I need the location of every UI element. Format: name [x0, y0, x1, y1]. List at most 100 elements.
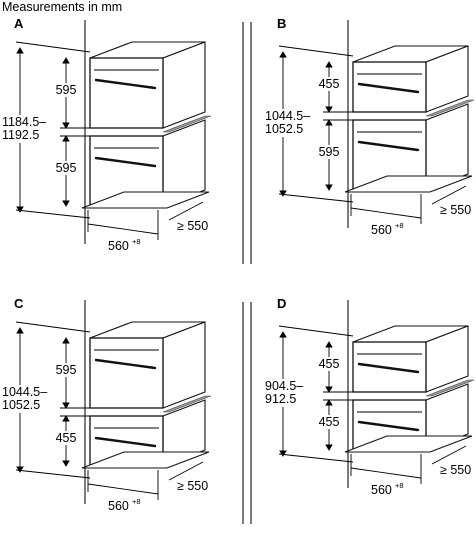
panel-letter: D: [277, 296, 286, 311]
bottom-plinth: [81, 451, 210, 469]
overall-label-bg: [2, 385, 48, 413]
lower-label-bg: [54, 161, 78, 175]
upper-height-label: 595: [56, 83, 77, 97]
overall-height-dimension-arrow-top: [16, 327, 24, 334]
panel-letter: A: [14, 16, 24, 31]
lower-height-dimension-arrow-top: [62, 135, 70, 142]
overall-height-dimension-arrow-bottom: [16, 466, 24, 473]
overall-height-label-max: 1052.5: [2, 398, 40, 412]
upper-handle: [94, 358, 157, 370]
upper-height-dimension-arrow-bottom: [62, 402, 70, 409]
ext-bottom: [278, 193, 354, 203]
upper-handle: [94, 78, 157, 90]
middle-shelf: [425, 379, 475, 397]
width-tolerance-label: +8: [395, 481, 404, 490]
lower-height-label: 595: [319, 145, 340, 159]
depth-label: ≥ 550: [177, 479, 208, 493]
overall-height-dimension-arrow-top: [279, 51, 287, 58]
bottom-plinth: [81, 191, 210, 209]
lower-height-dimension-arrow-top: [325, 399, 333, 406]
ext-bottom: [15, 469, 91, 479]
overall-height-label-max: 1192.5: [2, 128, 39, 142]
upper-handle: [357, 362, 420, 374]
overall-height-dimension-arrow-top: [16, 47, 24, 54]
middle-shelf: [162, 395, 212, 413]
upper-height-dimension-arrow-top: [325, 61, 333, 68]
overall-height-label-min: 1044.5–: [265, 109, 310, 123]
overall-label-bg: [265, 379, 311, 407]
overall-height-label-min: 1184.5–: [2, 115, 46, 129]
width-tolerance-label: +8: [132, 237, 141, 246]
upper-appliance-front: [89, 57, 164, 129]
panel-letter: C: [14, 296, 24, 311]
page-title: Measurements in mm: [2, 0, 123, 14]
depth-label: ≥ 550: [177, 219, 208, 233]
ext-bottom: [278, 453, 354, 463]
upper-height-dimension-arrow-top: [325, 341, 333, 348]
upper-appliance-front: [89, 337, 164, 409]
overall-height-dimension-arrow-bottom: [16, 206, 24, 213]
overall-height-label-max: 1052.5: [265, 122, 303, 136]
ext-bottom: [15, 209, 91, 219]
depth-label: ≥ 550: [440, 203, 471, 217]
width-dimension: [87, 483, 159, 495]
lower-height-dimension-arrow-bottom: [325, 444, 333, 451]
lower-handle: [94, 436, 157, 448]
upper-label-bg: [54, 83, 78, 97]
depth-dimension: [431, 445, 467, 465]
width-tolerance-label: +8: [395, 221, 404, 230]
ext-top: [15, 41, 91, 53]
lower-height-label: 455: [319, 415, 340, 429]
ext-top: [278, 325, 354, 337]
lower-handle: [357, 140, 420, 152]
bottom-plinth: [344, 175, 473, 193]
upper-label-bg: [317, 77, 341, 91]
overall-label-bg: [2, 115, 48, 143]
upper-label-bg: [54, 363, 78, 377]
ext-top: [278, 45, 354, 57]
overall-label-bg: [265, 109, 311, 137]
panel-letter: B: [277, 16, 286, 31]
ext-top: [15, 321, 91, 333]
upper-height-dimension-arrow-bottom: [325, 106, 333, 113]
upper-height-dimension-arrow-top: [62, 57, 70, 64]
upper-height-label: 455: [319, 77, 340, 91]
panel-b: B 1044.5–1052.5 455 595 560+8 ≥ 550: [265, 16, 475, 237]
lower-height-label: 595: [56, 161, 77, 175]
panel-c: C 1044.5–1052.5 595 455 560+8 ≥ 550: [2, 296, 252, 524]
lower-height-dimension-arrow-bottom: [62, 460, 70, 467]
depth-label: ≥ 550: [440, 463, 471, 477]
width-label: 560: [371, 483, 392, 497]
width-dimension: [87, 223, 159, 235]
lower-height-dimension-arrow-bottom: [325, 184, 333, 191]
depth-dimension: [431, 185, 467, 205]
upper-height-label: 595: [56, 363, 77, 377]
lower-height-dimension-arrow-top: [62, 415, 70, 422]
width-label: 560: [108, 499, 129, 513]
overall-height-dimension-arrow-bottom: [279, 450, 287, 457]
upper-height-dimension-arrow-top: [62, 337, 70, 344]
lower-height-label: 455: [56, 431, 77, 445]
upper-height-dimension-arrow-bottom: [325, 386, 333, 393]
overall-height-label-max: 912.5: [265, 392, 296, 406]
lower-handle: [94, 156, 157, 168]
lower-label-bg: [317, 415, 341, 429]
upper-height-label: 455: [319, 357, 340, 371]
depth-dimension: [168, 461, 204, 481]
lower-label-bg: [317, 145, 341, 159]
width-label: 560: [371, 223, 392, 237]
width-label: 560: [108, 239, 129, 253]
lower-label-bg: [54, 431, 78, 445]
width-tolerance-label: +8: [132, 497, 141, 506]
width-dimension: [350, 467, 422, 479]
upper-handle: [357, 82, 420, 94]
upper-label-bg: [317, 357, 341, 371]
upper-height-dimension-arrow-bottom: [62, 122, 70, 129]
panel-a: A 1184.5–1192.5 595 595 560+8 ≥ 550: [2, 16, 252, 264]
depth-dimension: [168, 201, 204, 221]
lower-handle: [357, 420, 420, 432]
middle-shelf: [425, 99, 475, 117]
overall-height-label-min: 1044.5–: [2, 385, 47, 399]
